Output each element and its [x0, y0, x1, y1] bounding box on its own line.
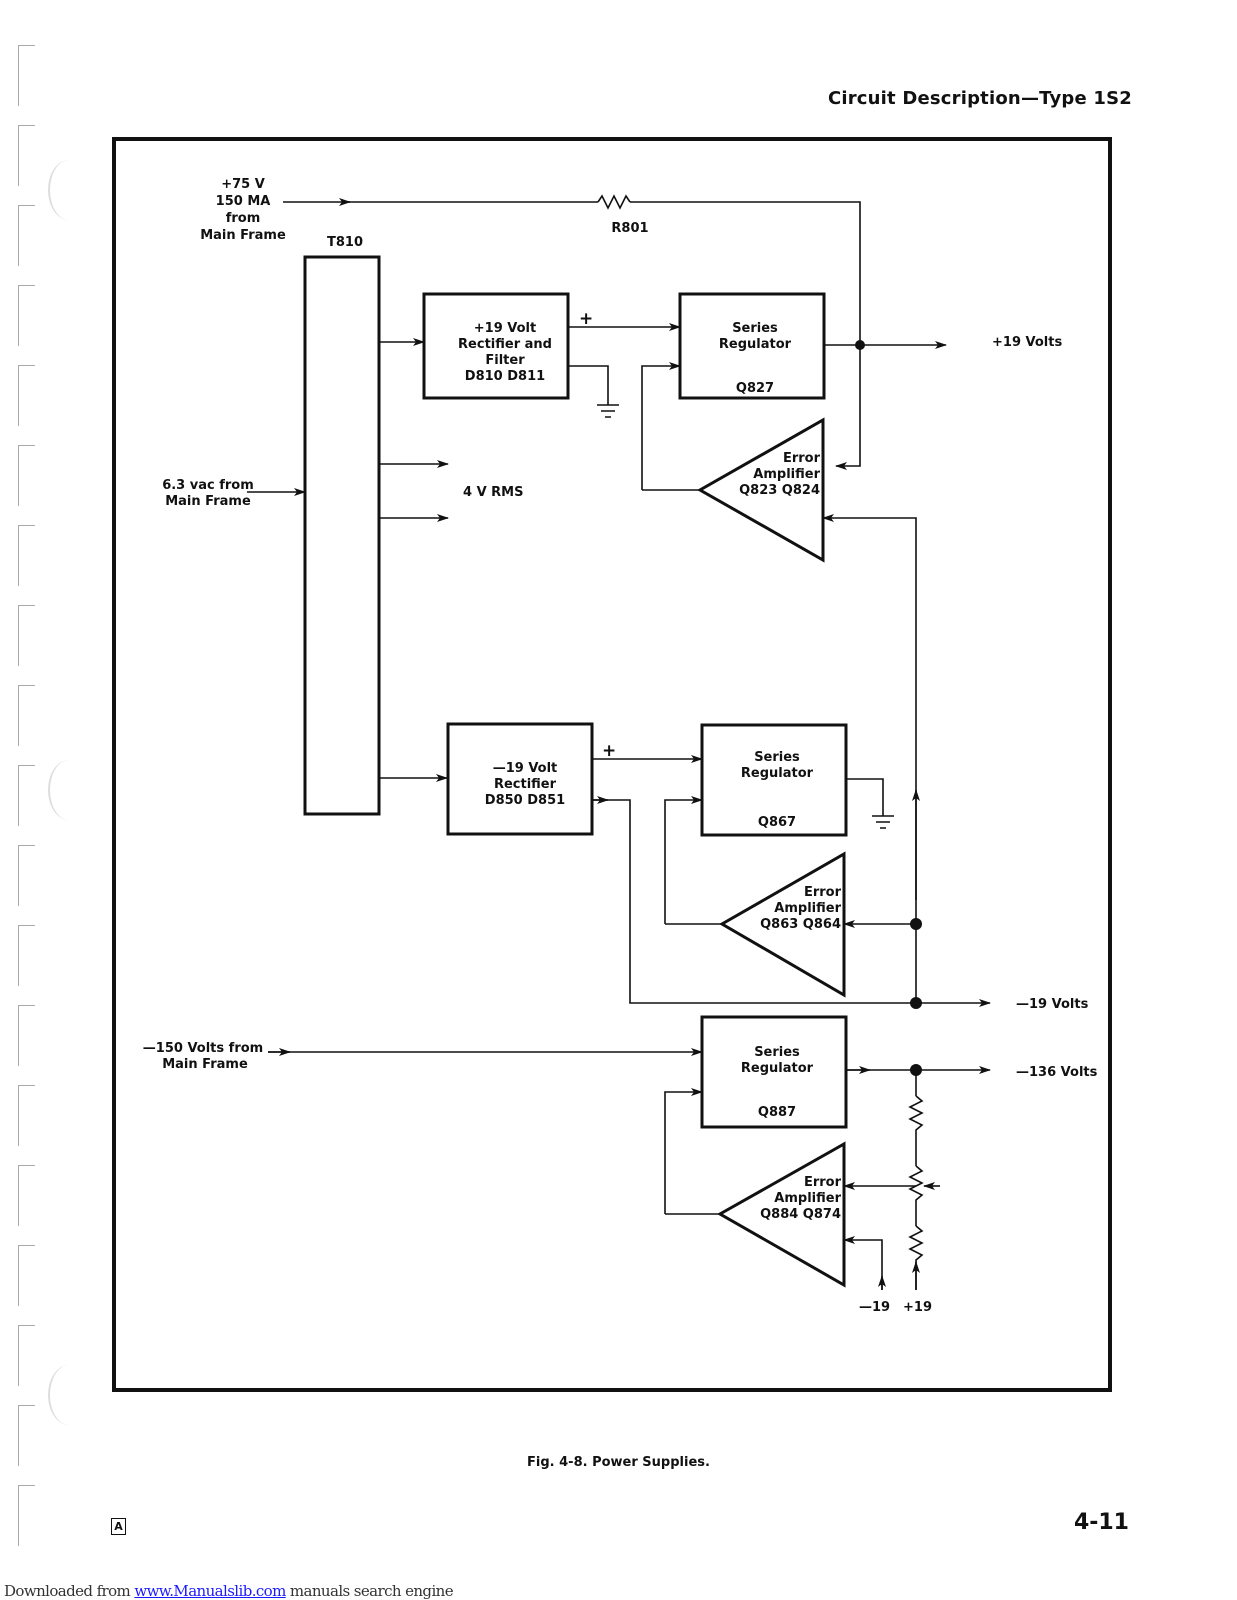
rect-pos-line3: Filter: [485, 353, 525, 368]
rectifier-minus19: [446, 722, 594, 836]
amp3-transistors: Q884 Q874: [760, 1207, 841, 1222]
binder-mark: [18, 1485, 35, 1546]
rect-neg-line2: Rectifier: [494, 777, 557, 792]
amp3-title-1: Error: [804, 1175, 842, 1190]
binder-mark: [18, 765, 35, 826]
potentiometer-icon: [908, 1165, 924, 1226]
punch-hole: [48, 1365, 90, 1425]
binder-mark: [18, 365, 35, 426]
error-amplifier-3: [716, 1141, 846, 1288]
binder-mark: [18, 125, 35, 186]
input-minus150-line1: —150 Volts from: [143, 1041, 263, 1056]
output-minus136: —136 Volts: [1016, 1065, 1098, 1080]
resistor-label: R801: [611, 221, 648, 236]
reg3-title-2: Regulator: [741, 1061, 814, 1076]
amp1-transistors: Q823 Q824: [739, 483, 820, 498]
amp2-title-1: Error: [804, 885, 842, 900]
footer-link[interactable]: www.Manualslib.com: [134, 1582, 286, 1600]
binder-mark: [18, 285, 35, 346]
punch-hole: [48, 160, 90, 220]
transformer-label: T810: [327, 235, 363, 250]
junction-dot: [855, 340, 865, 350]
figure-caption: Fig. 4-8. Power Supplies.: [527, 1455, 710, 1470]
footer-prefix: Downloaded from: [4, 1582, 135, 1600]
plus-sign: +: [579, 309, 593, 329]
ground-icon: [597, 404, 619, 418]
resistor-icon: [908, 1225, 924, 1290]
input-minus150-line2: Main Frame: [162, 1057, 248, 1072]
reg3-title-1: Series: [754, 1045, 800, 1060]
binder-mark: [18, 1245, 35, 1306]
figure-frame: [112, 137, 1112, 1392]
reg2-transistor: Q867: [758, 815, 796, 830]
amp2-transistors: Q863 Q864: [760, 917, 841, 932]
input-plus75-line3: from: [226, 211, 261, 226]
rect-pos-line4: D810 D811: [465, 369, 545, 384]
reg3-transistor: Q887: [758, 1105, 796, 1120]
resistor-r801-icon: [597, 194, 631, 210]
transformer-t810: [303, 255, 381, 816]
rect-neg-line1: —19 Volt: [493, 761, 558, 776]
amp1-title-1: Error: [783, 451, 821, 466]
binder-mark: [18, 845, 35, 906]
input-plus75-line1: +75 V: [221, 177, 265, 192]
input-vac-line2: Main Frame: [165, 494, 251, 509]
amp2-title-2: Amplifier: [774, 901, 841, 916]
ground-icon: [872, 815, 894, 829]
footer: Downloaded from www.Manualslib.com manua…: [4, 1582, 454, 1600]
input-plus75-line2: 150 MA: [216, 194, 271, 209]
ref-minus19: —19: [859, 1300, 890, 1315]
junction-dot: [910, 918, 922, 930]
binder-mark: [18, 205, 35, 266]
binder-mark: [18, 45, 35, 106]
binder-mark: [18, 925, 35, 986]
reg1-title-2: Regulator: [719, 337, 792, 352]
rectifier-plus19: [422, 292, 570, 400]
binder-mark: [18, 685, 35, 746]
binder-mark: [18, 605, 35, 666]
punch-hole: [48, 760, 90, 820]
binder-mark: [18, 1165, 35, 1226]
output-minus19: —19 Volts: [1016, 997, 1089, 1012]
error-amplifier-1: [696, 417, 825, 563]
regulator-q827: [678, 292, 826, 400]
binder-mark: [18, 1405, 35, 1466]
footer-suffix: manuals search engine: [285, 1582, 454, 1600]
edition-mark: A: [111, 1518, 126, 1535]
junction-dot: [910, 997, 922, 1009]
binder-mark: [18, 525, 35, 586]
amp1-title-2: Amplifier: [753, 467, 820, 482]
input-plus75-line4: Main Frame: [200, 228, 286, 243]
binder-mark: [18, 1325, 35, 1386]
binder-mark: [18, 1005, 35, 1066]
page-header: Circuit Description—Type 1S2: [827, 88, 1132, 109]
regulator-q867: [700, 723, 848, 837]
reg2-title-2: Regulator: [741, 766, 814, 781]
page-number: 4-11: [1073, 1510, 1129, 1535]
binder-mark: [18, 445, 35, 506]
ref-plus19: +19: [903, 1300, 932, 1315]
junction-dot: [910, 1064, 922, 1076]
output-plus19: +19 Volts: [992, 335, 1062, 350]
input-vac-line1: 6.3 vac from: [162, 478, 254, 493]
rect-neg-line3: D850 D851: [485, 793, 565, 808]
plus-sign: +: [602, 741, 616, 761]
binder-mark: [18, 1085, 35, 1146]
amp3-title-2: Amplifier: [774, 1191, 841, 1206]
reg1-transistor: Q827: [736, 381, 774, 396]
rect-pos-line2: Rectifier and: [458, 337, 552, 352]
resistor-icon: [908, 1095, 924, 1166]
reg2-title-1: Series: [754, 750, 800, 765]
reg1-title-1: Series: [732, 321, 778, 336]
rms-label: 4 V RMS: [463, 485, 523, 500]
regulator-q887: [700, 1015, 848, 1129]
rect-pos-line1: +19 Volt: [474, 321, 536, 336]
